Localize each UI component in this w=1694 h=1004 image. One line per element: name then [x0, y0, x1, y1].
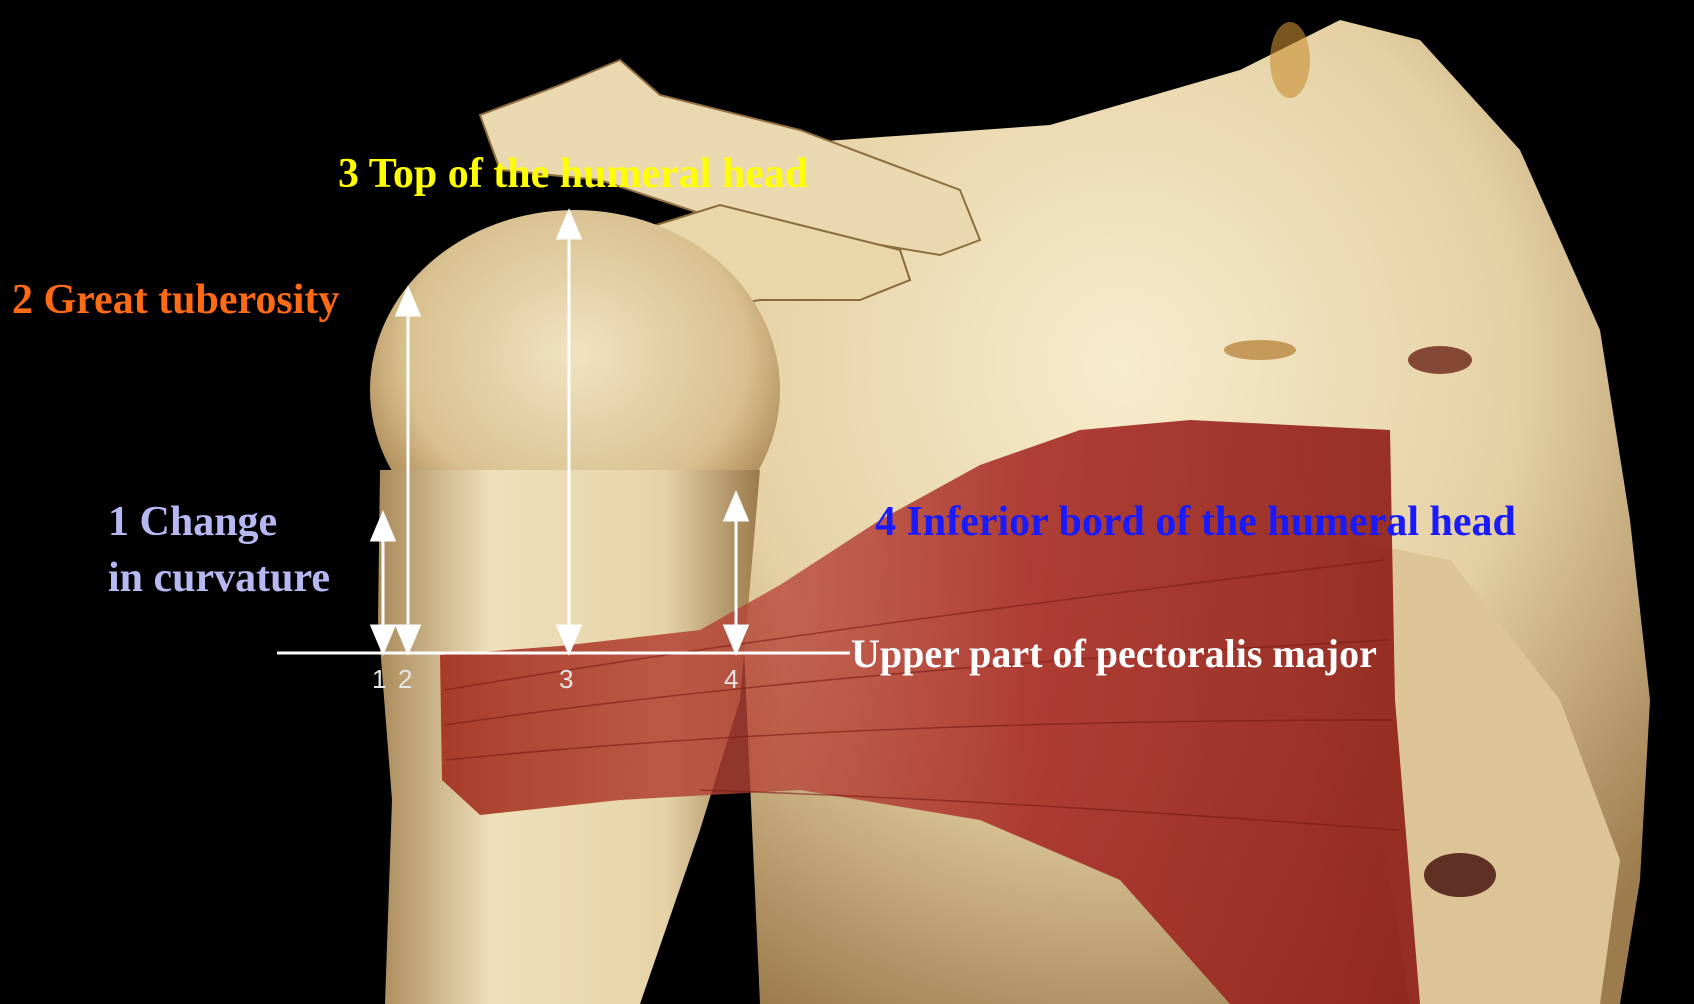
label-inferior-bord: 4 Inferior bord of the humeral head	[875, 496, 1516, 548]
tick-label-4: 4	[724, 664, 738, 694]
bone-spot	[1408, 346, 1472, 374]
label-change-in-curvature-line2: in curvature	[108, 550, 330, 606]
label-change-in-curvature-line1: 1 Change	[108, 494, 330, 550]
bone-spot	[1270, 22, 1310, 98]
tick-label-1: 1	[372, 664, 386, 694]
label-top-humeral-head: 3 Top of the humeral head	[338, 148, 808, 200]
label-change-in-curvature: 1 Change in curvature	[108, 494, 330, 606]
bone-spot	[1224, 340, 1296, 360]
bone-spot	[1424, 853, 1496, 897]
label-reference-line: Upper part of pectoralis major	[851, 628, 1377, 680]
tick-label-3: 3	[559, 664, 573, 694]
label-great-tuberosity: 2 Great tuberosity	[12, 272, 339, 328]
tick-label-2: 2	[398, 664, 412, 694]
